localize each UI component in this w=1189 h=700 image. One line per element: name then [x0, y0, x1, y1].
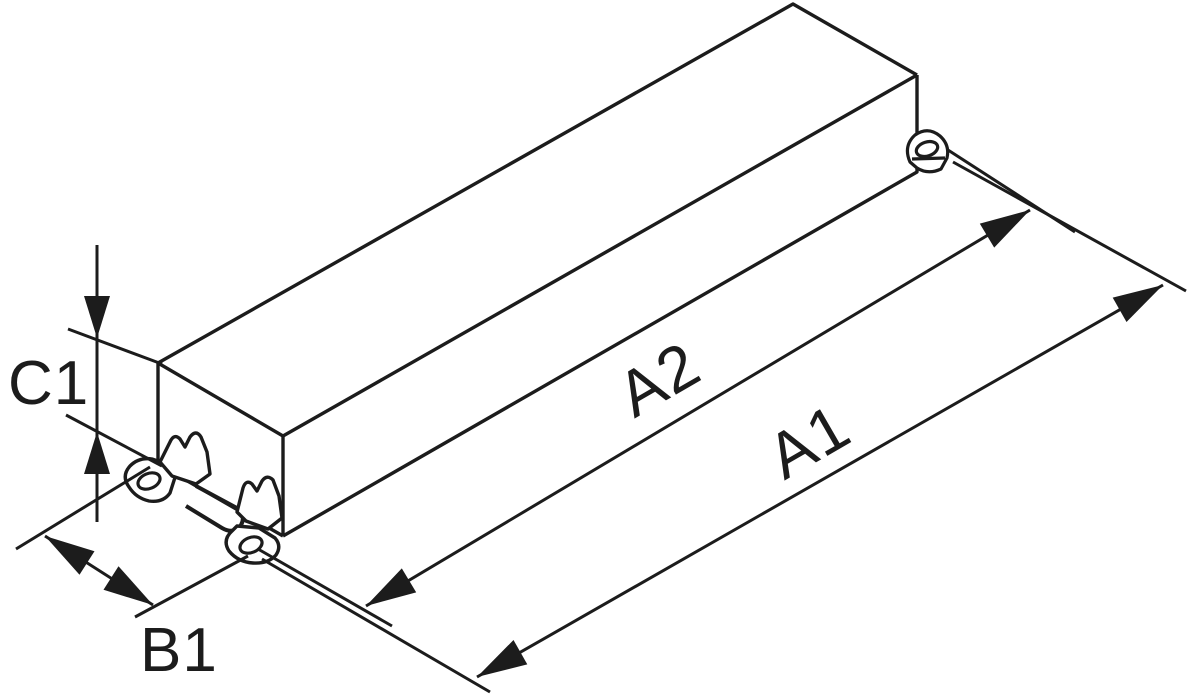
bracket-front-claw [235, 475, 284, 531]
bracket-front-tab-hole [238, 535, 264, 555]
a1-arrowheads [477, 285, 1163, 677]
b1-arrow-downright [103, 566, 153, 605]
c1-label: C1 [8, 349, 89, 418]
right-mounting-tab [905, 129, 950, 174]
dimension-c1: C1 [8, 245, 163, 522]
housing-box-outline [156, 2, 919, 538]
c1-arrow-down [84, 296, 110, 338]
bracket-rear-tab-hole [136, 471, 162, 491]
a2-arrowheads [366, 210, 1030, 606]
a1-extension-line-right [952, 160, 1187, 293]
a1-arrow-right [1112, 285, 1163, 322]
a1-arrow-left [477, 640, 528, 677]
box-right-end-edges [282, 75, 919, 538]
c1-extension-line-bottom [65, 413, 163, 468]
bracket-rear-claw [158, 431, 212, 486]
right-tab-rim-line [911, 156, 946, 161]
a1-dimension-line [476, 283, 1164, 679]
a2-dimension-line [365, 208, 1031, 608]
c1-arrowheads [84, 296, 110, 474]
a2-arrow-right [979, 210, 1030, 248]
dimension-b1: B1 [15, 465, 249, 685]
b1-arrow-upleft [45, 536, 95, 575]
c1-extension-line-top [67, 327, 163, 366]
right-tab-hole [914, 139, 940, 159]
b1-arrowheads [45, 536, 153, 605]
a1-extension-line-left [261, 557, 491, 694]
c1-arrow-up [84, 432, 110, 474]
a2-arrow-left [366, 568, 417, 606]
b1-extension-line-upper [15, 465, 151, 551]
box-top-face-edges [157, 2, 918, 365]
a2-extension-line-left [257, 547, 393, 628]
b1-label: B1 [140, 616, 218, 685]
b1-extension-line-lower [134, 554, 249, 619]
